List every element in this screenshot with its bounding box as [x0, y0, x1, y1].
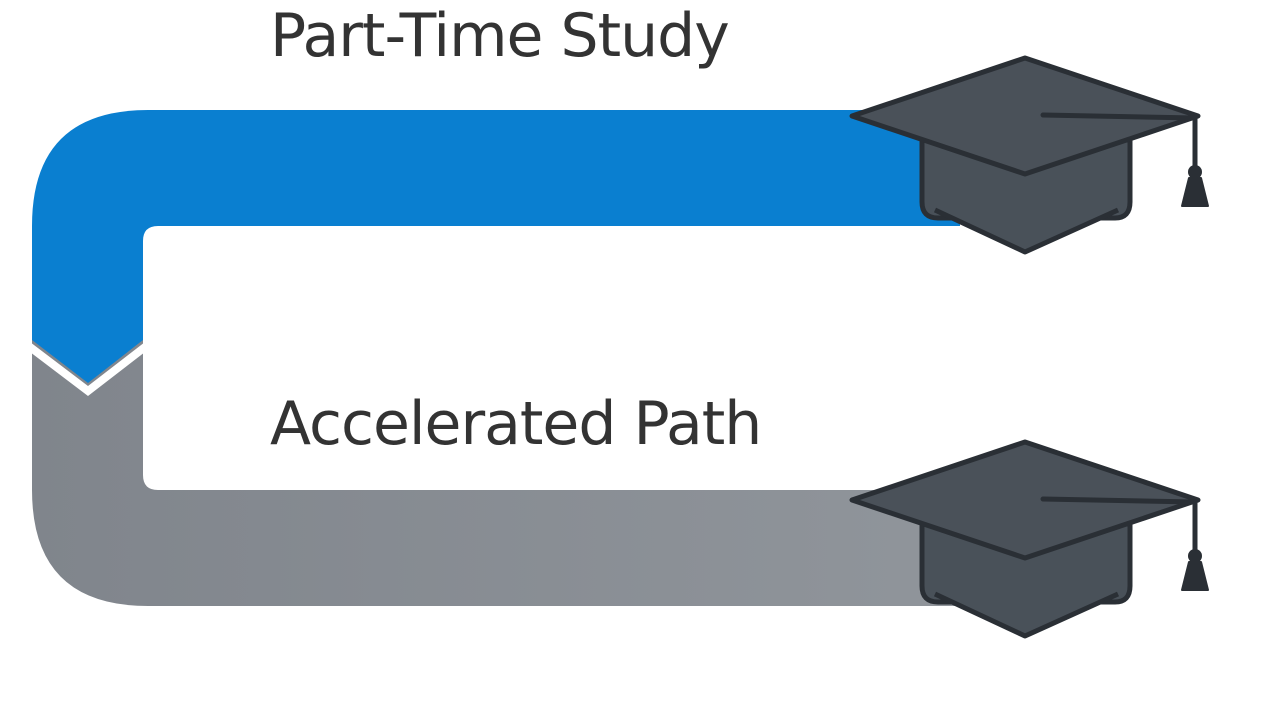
part-time-path-track	[32, 110, 960, 383]
accelerated-path-track	[32, 340, 960, 606]
accelerated-path-label: Accelerated Path	[270, 389, 761, 459]
path-junction	[30, 342, 145, 396]
part-time-study-label: Part-Time Study	[270, 1, 729, 71]
